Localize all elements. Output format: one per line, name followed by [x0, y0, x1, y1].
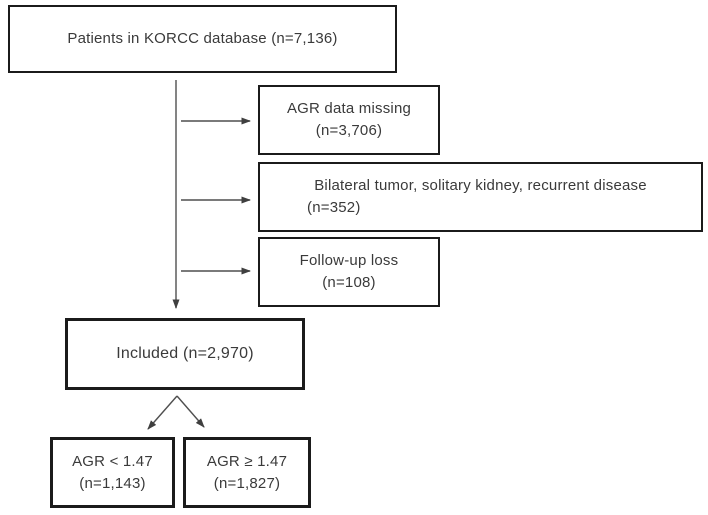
box-bilateral-exclusion: Bilateral tumor, solitary kidney, recurr…: [258, 162, 703, 232]
box-agr-above-cutoff-count: (n=1,827): [213, 474, 281, 492]
box-followup-loss-count: (n=108): [322, 274, 376, 291]
box-agr-below-cutoff: AGR < 1.47 (n=1,143): [50, 437, 175, 508]
box-included-label: Included (n=2,970): [116, 345, 254, 362]
box-followup-loss: Follow-up loss (n=108): [258, 237, 440, 307]
box-agr-above-cutoff-label: AGR ≥ 1.47: [206, 452, 288, 470]
box-korcc-database-label: Patients in KORCC database (n=7,136): [67, 30, 338, 47]
box-agr-data-missing: AGR data missing (n=3,706): [258, 85, 440, 155]
box-korcc-database: Patients in KORCC database (n=7,136): [8, 5, 397, 73]
box-bilateral-exclusion-label: Bilateral tumor, solitary kidney, recurr…: [314, 177, 647, 194]
box-agr-below-cutoff-count: (n=1,143): [79, 474, 146, 492]
box-agr-below-cutoff-label: AGR < 1.47: [72, 452, 153, 470]
box-followup-loss-label: Follow-up loss: [299, 252, 399, 269]
box-agr-data-missing-count: (n=3,706): [315, 122, 383, 139]
box-agr-above-cutoff: AGR ≥ 1.47 (n=1,827): [183, 437, 311, 508]
box-included: Included (n=2,970): [65, 318, 305, 390]
box-bilateral-exclusion-count: (n=352): [307, 199, 361, 216]
arrow-included-to-agr-high: [176, 395, 205, 428]
box-agr-data-missing-label: AGR data missing: [286, 100, 412, 117]
arrow-included-to-agr-low: [147, 395, 178, 430]
